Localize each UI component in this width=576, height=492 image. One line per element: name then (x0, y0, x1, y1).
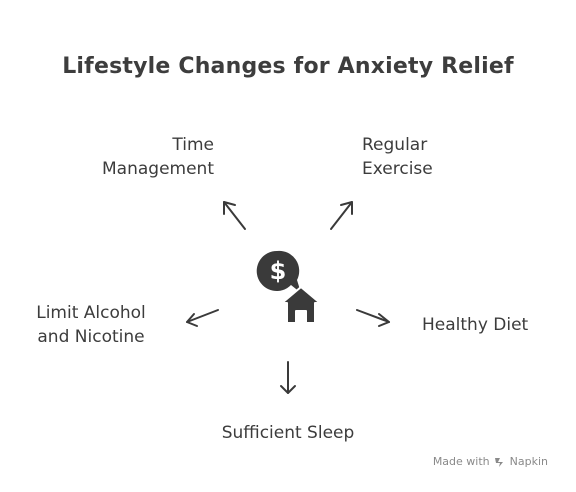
label-line: Healthy Diet (422, 315, 529, 335)
arrow-sufficient-sleep (280, 361, 296, 394)
label-line: Regular (362, 135, 428, 155)
label-line: and Nicotine (37, 327, 145, 347)
label-line: Management (102, 159, 214, 179)
dollar-icon: $ (270, 257, 287, 285)
speech-bubble-icon (256, 250, 301, 293)
label-line: Limit Alcohol (36, 303, 146, 323)
label-limit-alcohol: Limit Alcohol and Nicotine (18, 301, 164, 349)
napkin-brand-text: Napkin (509, 455, 548, 468)
label-line: Exercise (362, 159, 433, 179)
label-regular-exercise: Regular Exercise (362, 133, 433, 181)
arrow-healthy-diet (356, 309, 390, 327)
house-icon (281, 286, 321, 324)
money-house-icon: $ (256, 250, 321, 324)
arrow-time-management (223, 201, 246, 230)
label-healthy-diet: Healthy Diet (422, 313, 528, 337)
napkin-logo-icon (494, 457, 503, 467)
arrow-regular-exercise (330, 201, 353, 230)
arrow-limit-alcohol (186, 309, 219, 327)
label-line: Sufficient Sleep (221, 423, 355, 443)
napkin-watermark: Made with Napkin (433, 455, 548, 468)
diagram-title: Lifestyle Changes for Anxiety Relief (62, 54, 514, 79)
label-time-management: Time Management (60, 133, 214, 181)
label-line: Time (172, 135, 214, 155)
made-with-text: Made with (432, 455, 490, 468)
label-sufficient-sleep: Sufficient Sleep (188, 421, 388, 445)
